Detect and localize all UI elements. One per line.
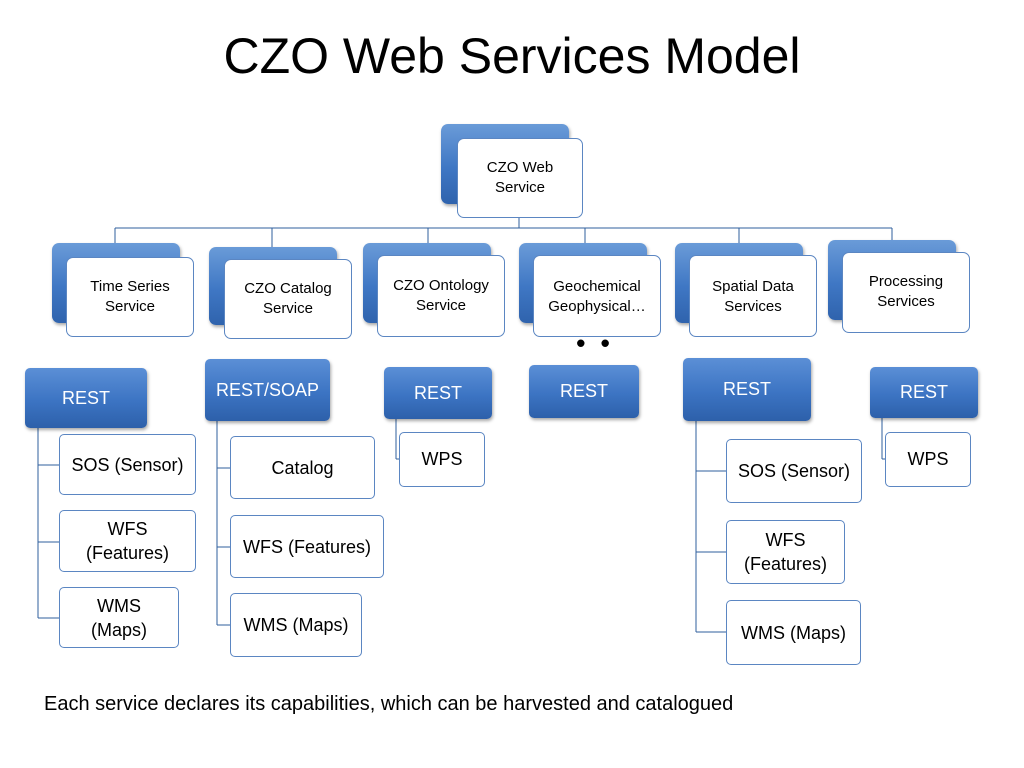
service-node-ontology: CZO Ontology Service (363, 243, 505, 337)
interface-rest-ontology: REST (384, 367, 492, 419)
footnote: Each service declares its capabilities, … (44, 693, 734, 715)
interface-rest-soap-catalog: REST/SOAP (205, 359, 330, 421)
leaf-catalog: Catalog (230, 436, 375, 499)
leaf-wfs-features: WFS (Features) (59, 510, 196, 572)
interface-rest-processing: REST (870, 367, 978, 418)
service-node-label: Geochemical Geophysical… (533, 255, 661, 337)
leaf-wfs-features: WFS (Features) (230, 515, 384, 578)
interface-rest-time-series: REST (25, 368, 147, 428)
service-node-catalog: CZO Catalog Service (209, 247, 352, 339)
service-node-label: CZO Ontology Service (377, 255, 505, 337)
interface-rest-geochemical: REST (529, 365, 639, 418)
leaf-wms-maps: WMS (Maps) (59, 587, 179, 648)
service-node-spatial-data: Spatial Data Services (675, 243, 817, 337)
leaf-wms-maps: WMS (Maps) (726, 600, 861, 665)
page-title: CZO Web Services Model (223, 28, 801, 84)
leaf-wps: WPS (399, 432, 485, 487)
leaf-wms-maps: WMS (Maps) (230, 593, 362, 657)
service-node-label: Time Series Service (66, 257, 194, 337)
service-node-time-series: Time Series Service (52, 243, 194, 337)
service-node-processing: Processing Services (828, 240, 970, 333)
service-node-label: CZO Catalog Service (224, 259, 352, 339)
leaf-sos-sensor: SOS (Sensor) (59, 434, 196, 495)
leaf-wfs-features: WFS (Features) (726, 520, 845, 584)
service-node-label: Spatial Data Services (689, 255, 817, 337)
root-node: CZO Web Service (441, 124, 583, 218)
interface-rest-spatial: REST (683, 358, 811, 421)
service-node-label: Processing Services (842, 252, 970, 333)
leaf-sos-sensor: SOS (Sensor) (726, 439, 862, 503)
root-node-label: CZO Web Service (457, 138, 583, 218)
service-node-geochemical: Geochemical Geophysical… (519, 243, 661, 337)
leaf-wps: WPS (885, 432, 971, 487)
